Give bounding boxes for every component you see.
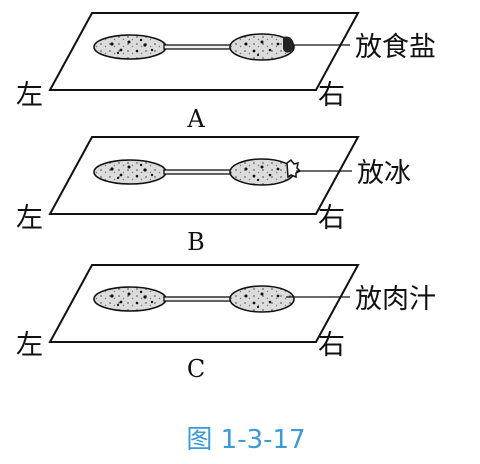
panel-letter: C (187, 355, 205, 383)
treatment-label: 放食盐 (355, 32, 436, 63)
right-label: 右 (318, 330, 345, 361)
panel-a: 放食盐 左 右 A (16, 12, 436, 133)
culture-drop-left (93, 159, 167, 185)
culture-drop-left (93, 286, 167, 312)
treatment-label: 放肉汁 (355, 284, 436, 315)
left-label: 左 (16, 330, 43, 361)
panel-b: 放冰 左 右 B (16, 136, 411, 256)
connecting-channel (163, 44, 235, 50)
culture-drop-right (229, 285, 295, 313)
figure-caption: 图 1-3-17 (186, 425, 305, 455)
right-label: 右 (318, 80, 345, 111)
culture-drop-left (93, 34, 167, 60)
left-label: 左 (16, 80, 43, 111)
glass-slide (48, 12, 360, 91)
culture-drop-right (229, 33, 295, 61)
left-label: 左 (16, 203, 43, 234)
connecting-channel (163, 296, 235, 302)
treatment-label: 放冰 (357, 158, 411, 189)
substance-blob (286, 158, 302, 179)
glass-slide (48, 136, 360, 215)
panel-letter: A (186, 105, 205, 133)
culture-drop-right (229, 158, 295, 186)
right-label: 右 (318, 203, 345, 234)
panel-c: 放肉汁 左 右 C (16, 264, 436, 383)
panel-letter: B (187, 228, 205, 256)
glass-slide (48, 264, 360, 343)
substance-blob (283, 36, 294, 53)
connecting-channel (163, 169, 235, 175)
